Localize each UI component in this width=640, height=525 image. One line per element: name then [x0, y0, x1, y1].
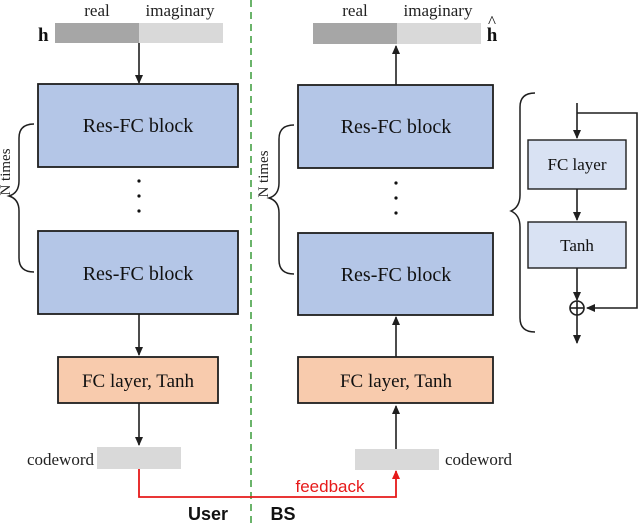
user-ellipsis-dots	[137, 179, 141, 213]
bs-fc-tanh-block	[297, 356, 494, 404]
bs-side-label: BS	[270, 504, 295, 524]
user-input-bar-imaginary	[139, 23, 223, 43]
user-side-label: User	[188, 504, 228, 524]
detail-skip-connection	[577, 112, 638, 312]
bs-codeword-bar	[355, 449, 439, 470]
bs-repeat-label: N times	[256, 150, 272, 197]
user-codeword-bar	[97, 447, 181, 469]
bs-real-label: real	[342, 1, 368, 20]
bs-res-fc-block-top	[297, 84, 494, 169]
bs-output-bar-real	[313, 23, 397, 44]
bs-ellipsis-dots	[394, 181, 398, 215]
user-real-label: real	[84, 1, 110, 20]
user-res-fc-block-top-label: Res-FC block	[83, 115, 194, 137]
bs-codeword-label: codeword	[445, 450, 513, 469]
user-repeat-brace	[6, 123, 35, 273]
user-codeword-label: codeword	[27, 450, 95, 469]
bs-res-fc-block-bottom-label: Res-FC block	[341, 264, 452, 286]
sum-node-icon	[569, 300, 585, 316]
detail-tanh-block	[527, 221, 627, 269]
user-imaginary-label: imaginary	[146, 1, 215, 20]
feedback-arrow	[138, 469, 400, 498]
user-input-symbol: h	[38, 25, 49, 46]
detail-brace	[509, 92, 536, 333]
bs-repeat-brace	[266, 124, 295, 275]
bs-output-symbol: h	[487, 25, 498, 46]
detail-fc-layer-label: FC layer	[547, 155, 606, 174]
user-res-fc-block-bottom-label: Res-FC block	[83, 263, 194, 285]
user-fc-tanh-block	[57, 356, 219, 404]
bs-output-bar-imaginary	[397, 23, 481, 44]
bs-fc-tanh-label: FC layer, Tanh	[340, 371, 453, 392]
user-input-bar-real	[55, 23, 139, 43]
bs-res-fc-block-bottom	[297, 232, 494, 316]
user-res-fc-block-top	[37, 83, 239, 168]
feedback-label: feedback	[296, 477, 365, 496]
detail-fc-layer-block	[527, 139, 627, 190]
user-fc-tanh-label: FC layer, Tanh	[82, 371, 195, 392]
bs-res-fc-block-top-label: Res-FC block	[341, 116, 452, 138]
user-repeat-label: N times	[0, 148, 14, 195]
detail-tanh-label: Tanh	[560, 236, 594, 255]
user-res-fc-block-bottom	[37, 230, 239, 315]
bs-imaginary-label: imaginary	[404, 1, 473, 20]
bs-output-hat: ^	[488, 12, 496, 31]
